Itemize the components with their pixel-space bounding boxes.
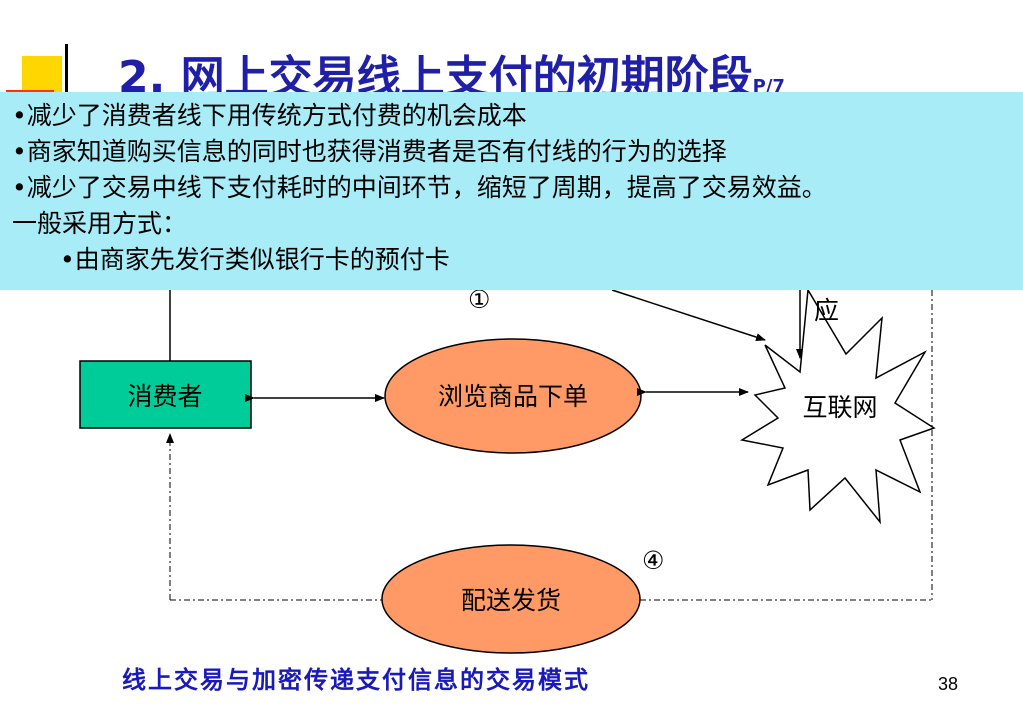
delivery-node: [381, 544, 641, 654]
delivery-node-label: 配送发货: [461, 586, 561, 615]
internet-node-label: 互联网: [802, 393, 877, 422]
bullet-2: •商家知道购买信息的同时也获得消费者是否有付线的行为的选择: [12, 137, 727, 166]
title-decoration-square: [22, 56, 62, 96]
slide-title-suffix: P/7: [752, 76, 785, 97]
bullet-3: •减少了交易中线下支付耗时的中间环节，缩短了周期，提高了交易效益。: [12, 173, 827, 202]
step-4-label: ④: [642, 546, 664, 575]
partial-label: 应: [814, 296, 839, 325]
method-item: •由商家先发行类似银行卡的预付卡: [60, 245, 450, 274]
diagram-caption: 线上交易与加密传递支付信息的交易模式: [122, 665, 590, 694]
bullet-1: •减少了消费者线下用传统方式付费的机会成本: [12, 101, 527, 130]
consumer-node: [79, 360, 252, 429]
title-decoration-line: [65, 44, 68, 104]
browse-order-node: [384, 338, 642, 454]
internet-node: [739, 287, 936, 525]
method-heading: 一般采用方式：: [12, 209, 188, 238]
notes-overlay: •减少了消费者线下用传统方式付费的机会成本 •商家知道购买信息的同时也获得消费者…: [0, 92, 1023, 290]
step-1-label: ①: [468, 285, 490, 314]
page-number: 38: [938, 674, 959, 694]
consumer-node-label: 消费者: [127, 382, 202, 411]
arrow-to-internet: [611, 289, 766, 342]
browse-order-node-label: 浏览商品下单: [438, 382, 588, 411]
